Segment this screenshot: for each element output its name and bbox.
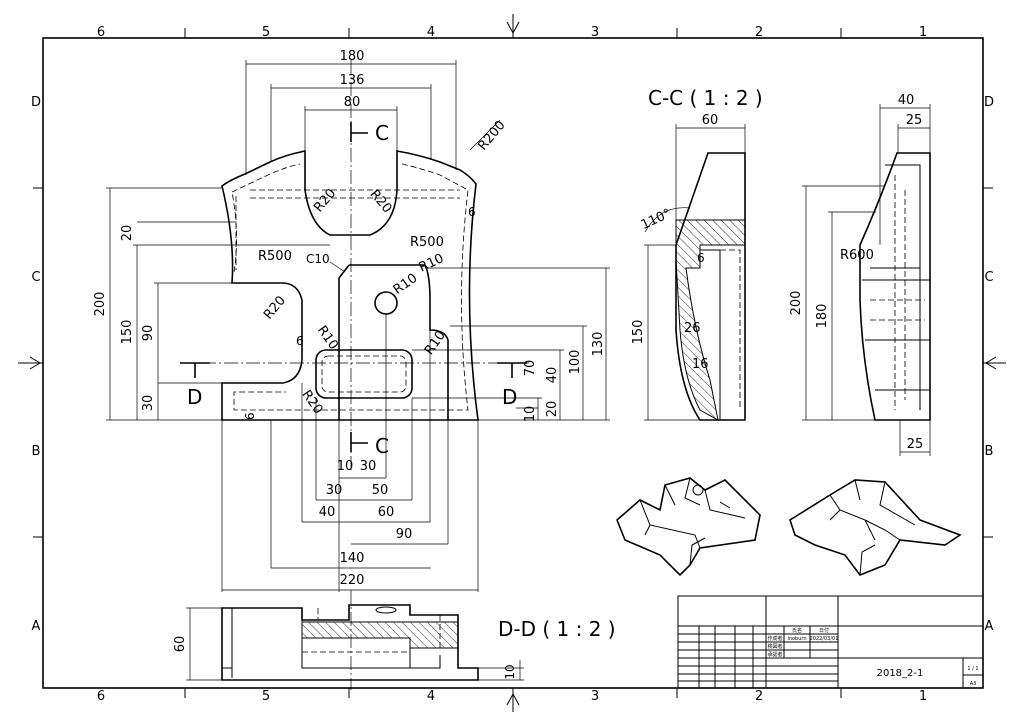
side-dim-25-top: 25 bbox=[906, 113, 923, 128]
cut-mark-c-bottom: C bbox=[375, 434, 389, 458]
side-dim-200: 200 bbox=[789, 291, 804, 316]
dim-40-bottom: 40 bbox=[319, 505, 336, 520]
side-dim-25-bottom: 25 bbox=[907, 437, 924, 452]
cut-mark-d-left: D bbox=[187, 385, 202, 409]
zone-col-4-bottom: 4 bbox=[427, 689, 435, 704]
zone-row-d-right: D bbox=[984, 95, 994, 110]
side-dim-180: 180 bbox=[815, 304, 830, 329]
zone-row-d: D bbox=[31, 95, 41, 110]
side-dim-r600: R600 bbox=[840, 248, 874, 263]
dim-r20-top-right: R20 bbox=[367, 187, 395, 216]
dim-r10-hole: R10 bbox=[391, 271, 421, 298]
dim-r10-pocket: R10 bbox=[417, 251, 447, 275]
tb-approver-label: 承認者 bbox=[767, 651, 782, 658]
dim-60-bottom: 60 bbox=[378, 505, 395, 520]
dim-c10: C10 bbox=[306, 252, 330, 266]
cut-mark-d-right: D bbox=[502, 385, 517, 409]
dim-20-left: 20 bbox=[120, 225, 135, 242]
zone-row-c-right: C bbox=[984, 270, 993, 285]
isometric-view-right bbox=[789, 479, 962, 576]
dim-r20-bottom: R20 bbox=[299, 388, 326, 418]
tb-sheet: 1 / 1 bbox=[967, 666, 978, 672]
dim-90-left: 90 bbox=[141, 325, 156, 342]
dim-130-right: 130 bbox=[591, 332, 606, 357]
zone-col-1: 1 bbox=[919, 25, 927, 40]
dim-30-left: 30 bbox=[141, 395, 156, 412]
dim-136: 136 bbox=[340, 73, 365, 88]
zone-col-4: 4 bbox=[427, 25, 435, 40]
dim-r10-lower: R10 bbox=[422, 328, 449, 358]
dd-dim-10: 10 bbox=[503, 664, 517, 679]
section-dd-view: 60 10 D-D ( 1 : 2 ) bbox=[173, 590, 616, 690]
zone-row-b: B bbox=[32, 444, 41, 459]
dim-180: 180 bbox=[340, 49, 365, 64]
dim-40-right: 40 bbox=[545, 367, 560, 384]
dim-r20-left: R20 bbox=[261, 293, 289, 322]
zone-col-5-bottom: 5 bbox=[262, 689, 270, 704]
zone-row-a-right: A bbox=[985, 619, 994, 634]
dim-220-bottom: 220 bbox=[340, 573, 365, 588]
zone-col-3-bottom: 3 bbox=[591, 689, 599, 704]
section-cc-view: C-C ( 1 : 2 ) 60 110° 6 150 26 16 bbox=[631, 86, 763, 421]
title-block: 氏名 日付 作成者 inoburn 2022/03/01 検図者 承認者 201… bbox=[677, 595, 984, 689]
tb-author: inoburn bbox=[787, 636, 806, 642]
cc-dim-6: 6 bbox=[697, 251, 705, 265]
zone-col-6: 6 bbox=[97, 25, 105, 40]
dim-30-bottom-a: 30 bbox=[360, 459, 377, 474]
zone-col-5: 5 bbox=[262, 25, 270, 40]
isometric-view-left bbox=[616, 477, 761, 577]
cc-dim-60: 60 bbox=[702, 113, 719, 128]
dim-r10-slot: R10 bbox=[314, 323, 341, 353]
section-cc-title: C-C ( 1 : 2 ) bbox=[648, 86, 763, 110]
dim-50-bottom: 50 bbox=[372, 483, 389, 498]
dim-6-bottom: 6 bbox=[243, 412, 257, 420]
tb-drawing-no: 2018_2-1 bbox=[877, 668, 924, 679]
cc-dim-26: 26 bbox=[684, 321, 701, 336]
dim-150-left: 150 bbox=[120, 320, 135, 345]
dim-10-bottom: 10 bbox=[337, 459, 354, 474]
tb-author-label: 作成者 bbox=[767, 635, 782, 642]
dim-10-right: 10 bbox=[523, 406, 538, 423]
tb-date: 2022/03/01 bbox=[810, 636, 839, 642]
tb-col-date: 日付 bbox=[819, 627, 829, 634]
dim-6-mid: 6 bbox=[296, 334, 304, 348]
side-view: 40 25 R600 200 180 25 bbox=[789, 93, 931, 456]
dim-6-right: 6 bbox=[468, 205, 476, 219]
drawing-frame: 6 5 4 3 2 1 6 5 4 3 2 1 D C B A D C B A bbox=[18, 14, 1006, 712]
cc-dim-angle-110: 110° bbox=[639, 206, 674, 233]
dim-140-bottom: 140 bbox=[340, 551, 365, 566]
dim-100-right: 100 bbox=[568, 350, 583, 375]
dim-20-right: 20 bbox=[545, 401, 560, 418]
dim-r500-right: R500 bbox=[410, 235, 444, 250]
dim-r20-top-left: R20 bbox=[311, 186, 339, 215]
section-dd-title: D-D ( 1 : 2 ) bbox=[498, 617, 616, 641]
zone-col-2-bottom: 2 bbox=[755, 689, 763, 704]
tb-col-name: 氏名 bbox=[792, 627, 802, 634]
dim-200-left: 200 bbox=[93, 292, 108, 317]
side-dim-40: 40 bbox=[898, 93, 915, 108]
dim-r500-left: R500 bbox=[258, 249, 292, 264]
zone-col-1-bottom: 1 bbox=[919, 689, 927, 704]
dim-70-right: 70 bbox=[523, 360, 538, 377]
dim-30-bottom-b: 30 bbox=[326, 483, 343, 498]
zone-row-b-right: B bbox=[985, 444, 994, 459]
cut-mark-c-top: C bbox=[375, 121, 389, 145]
dim-90-bottom: 90 bbox=[396, 527, 413, 542]
cc-dim-150: 150 bbox=[631, 320, 646, 345]
zone-col-2: 2 bbox=[755, 25, 763, 40]
tb-checker-label: 検図者 bbox=[767, 643, 782, 650]
zone-row-c: C bbox=[31, 270, 40, 285]
dd-dim-60: 60 bbox=[173, 636, 188, 653]
dim-r200: R200 bbox=[475, 118, 508, 154]
tb-size: A3 bbox=[970, 681, 977, 687]
main-view: C C D D 180 136 80 R200 R20 R20 R500 R50… bbox=[93, 49, 610, 592]
zone-col-6-bottom: 6 bbox=[97, 689, 105, 704]
zone-row-a: A bbox=[32, 619, 41, 634]
dim-80: 80 bbox=[344, 95, 361, 110]
cc-dim-16: 16 bbox=[692, 357, 709, 372]
zone-col-3: 3 bbox=[591, 25, 599, 40]
